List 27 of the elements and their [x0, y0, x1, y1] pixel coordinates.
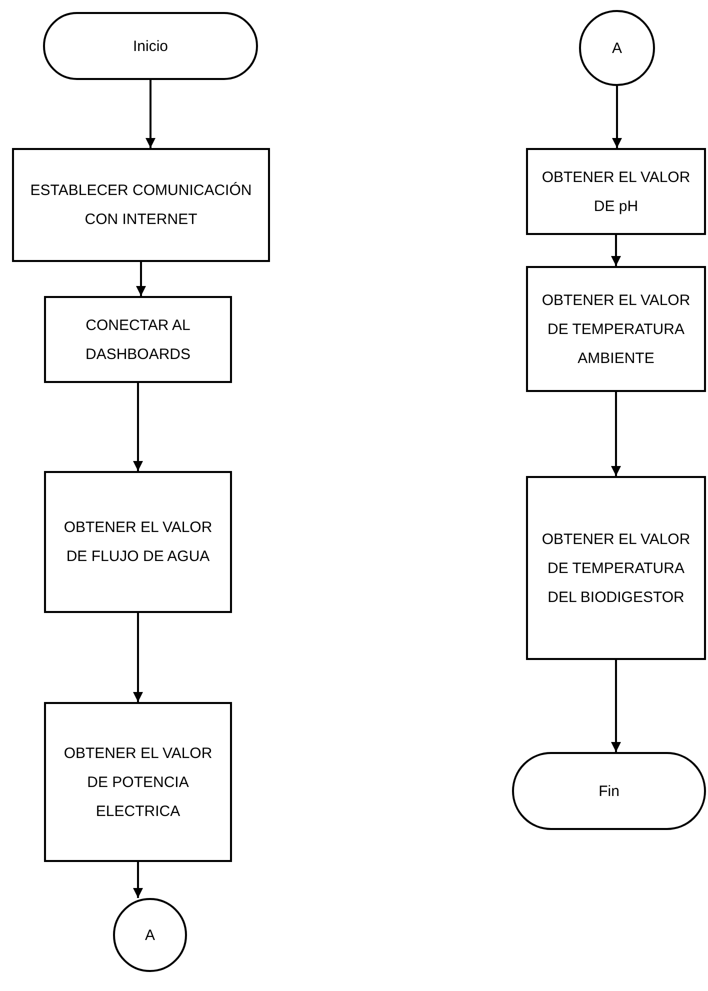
arrow	[612, 86, 622, 148]
node-label: ESTABLECER COMUNICACIÓN CON INTERNET	[29, 181, 253, 230]
arrow	[136, 262, 146, 296]
node-label: A	[144, 926, 156, 946]
process-box	[44, 296, 232, 383]
arrow	[133, 613, 143, 702]
process-box	[526, 476, 706, 660]
process-box	[44, 471, 232, 613]
arrow	[611, 235, 621, 266]
node-label: Inicio	[132, 36, 170, 56]
arrow	[611, 660, 621, 752]
process-box	[44, 702, 232, 862]
arrow	[133, 862, 143, 898]
node-label: OBTENER EL VALOR DE pH	[540, 168, 692, 216]
arrow	[133, 383, 143, 471]
node-label: A	[610, 38, 623, 58]
arrow	[611, 392, 621, 476]
node-label: OBTENER EL VALOR DE POTENCIA ELECTRICA	[62, 744, 214, 822]
arrow	[146, 80, 156, 148]
process-box	[526, 148, 706, 235]
process-box	[12, 148, 270, 262]
node-label: OBTENER EL VALOR DE TEMPERATURA AMBIENTE	[540, 290, 692, 368]
node-label: CONECTAR AL DASHBOARDS	[84, 316, 192, 364]
process-box	[526, 266, 706, 392]
node-label: OBTENER EL VALOR DE TEMPERATURA DEL BIODIGESTOR	[540, 530, 692, 608]
node-label: Fin	[598, 782, 620, 802]
node-label: OBTENER EL VALOR DE FLUJO DE AGUA	[62, 518, 214, 567]
